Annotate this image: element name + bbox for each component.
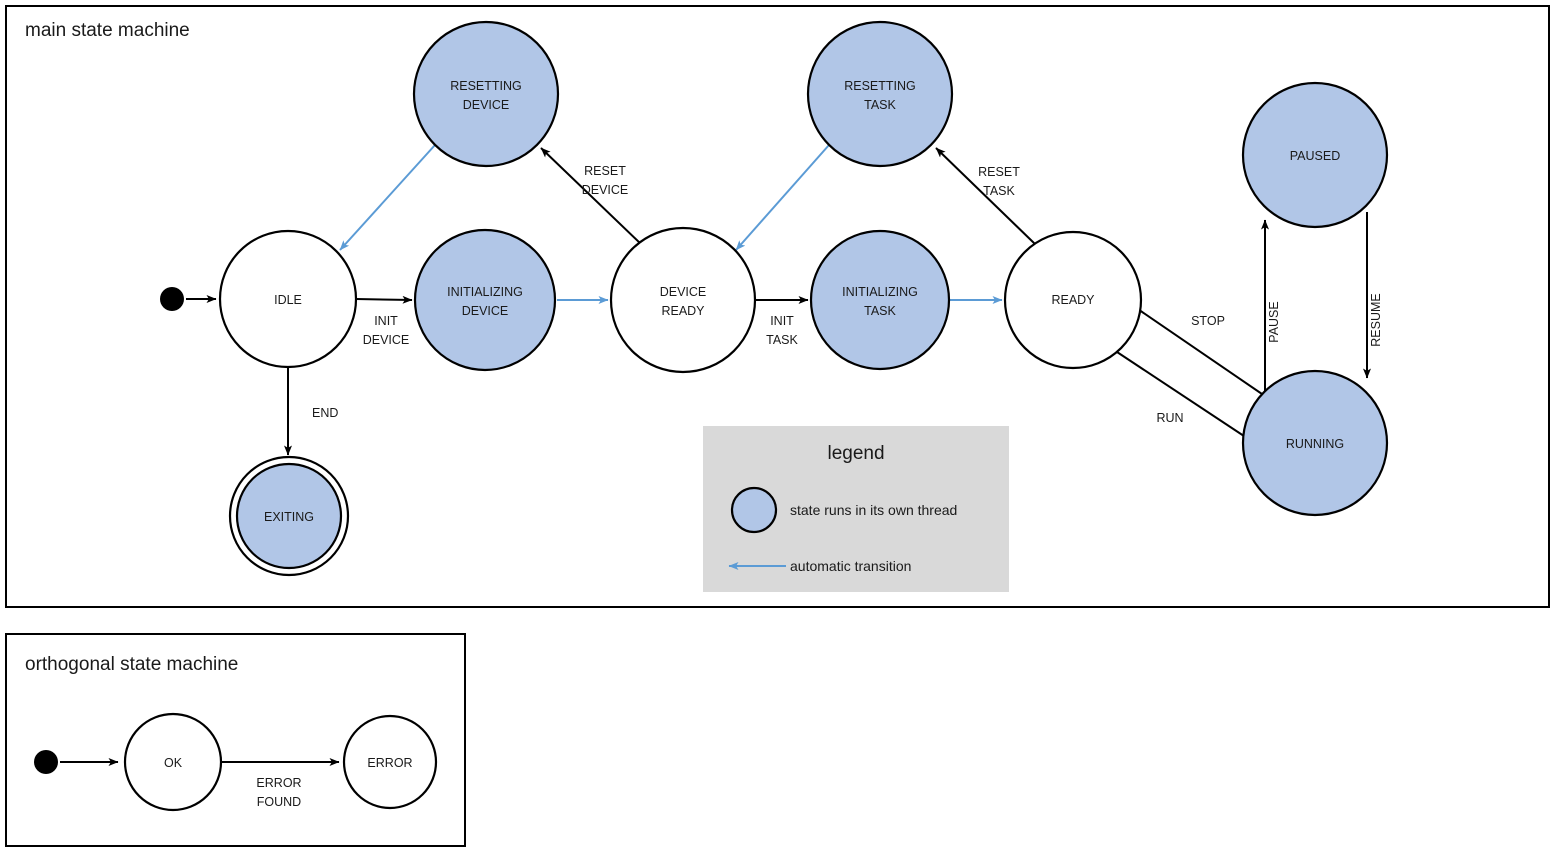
state-label: DEVICE <box>462 304 509 318</box>
state-shape[interactable] <box>609 226 757 374</box>
transition-reset-task: RESET TASK <box>935 147 1036 245</box>
transition-line <box>355 295 413 304</box>
state-label: IDLE <box>274 293 302 307</box>
legend-entry-label: state runs in its own thread <box>790 502 957 518</box>
transition-line <box>935 147 1036 245</box>
state-shape[interactable] <box>1241 81 1389 229</box>
state-initializing-device[interactable]: INITIALIZING DEVICE <box>413 228 557 372</box>
state-resetting-task[interactable]: RESETTING TASK <box>806 20 954 168</box>
transition-resume: RESUME <box>1363 212 1383 379</box>
state-initializing-task[interactable]: INITIALIZING TASK <box>809 229 951 371</box>
transition-label: INIT <box>770 314 794 328</box>
state-label: PAUSED <box>1290 149 1340 163</box>
final-state-outer-ring <box>228 455 350 577</box>
transition-label: RESET <box>978 165 1020 179</box>
transition-stop: STOP <box>1128 302 1263 395</box>
legend-entry-label: automatic transition <box>790 558 911 574</box>
state-shape[interactable] <box>235 462 343 570</box>
state-label: TASK <box>864 304 896 318</box>
state-label: OK <box>164 756 183 770</box>
transition-label: FOUND <box>257 795 301 809</box>
state-shape[interactable] <box>806 20 954 168</box>
state-label: RUNNING <box>1286 437 1344 451</box>
state-shape[interactable] <box>809 229 951 371</box>
transition-label: TASK <box>983 184 1015 198</box>
transition-auto-idle <box>339 144 436 251</box>
transition-label: STOP <box>1191 314 1225 328</box>
state-shape[interactable] <box>413 228 557 372</box>
state-ready[interactable]: READY <box>1003 230 1143 370</box>
legend: legend state runs in its own thread auto… <box>703 426 1009 592</box>
state-label: TASK <box>864 98 896 112</box>
transition-line <box>1128 302 1263 395</box>
state-paused[interactable]: PAUSED <box>1241 81 1389 229</box>
transition-error-found: ERROR FOUND <box>221 758 340 809</box>
state-shape[interactable] <box>1003 230 1143 370</box>
state-shape[interactable] <box>218 229 358 369</box>
transition-line-auto <box>339 144 436 251</box>
state-label: READY <box>661 304 705 318</box>
state-shape[interactable] <box>123 712 223 812</box>
main-frame-title: main state machine <box>25 20 190 41</box>
initial-state-dot <box>160 287 184 311</box>
transition-label: DEVICE <box>363 333 410 347</box>
state-label: RESETTING <box>844 79 916 93</box>
transition-line <box>1116 351 1254 443</box>
state-label: DEVICE <box>660 285 707 299</box>
transition-init-device: INIT DEVICE <box>355 295 413 347</box>
state-label: EXITING <box>264 510 314 524</box>
legend-thread-circle-icon <box>730 486 778 534</box>
state-shape[interactable] <box>1241 369 1389 517</box>
state-label: READY <box>1051 293 1095 307</box>
transition-label: ERROR <box>256 776 301 790</box>
state-shape[interactable] <box>412 20 560 168</box>
transition-line <box>540 147 643 246</box>
state-idle[interactable]: IDLE <box>218 229 358 369</box>
state-shape[interactable] <box>342 714 438 810</box>
state-error[interactable]: ERROR <box>342 714 438 810</box>
transition-run: RUN <box>1116 351 1254 443</box>
transition-label: PAUSE <box>1267 301 1281 342</box>
orthogonal-initial-state-dot <box>34 750 58 774</box>
transition-label: TASK <box>766 333 798 347</box>
transition-label: RUN <box>1156 411 1183 425</box>
transition-line-auto <box>735 144 830 251</box>
transition-init-task: INIT TASK <box>755 296 809 347</box>
orthogonal-frame-title: orthogonal state machine <box>25 654 238 675</box>
state-label: DEVICE <box>463 98 510 112</box>
state-label: INITIALIZING <box>447 285 523 299</box>
state-device-ready[interactable]: DEVICE READY <box>609 226 757 374</box>
transition-label: RESET <box>584 164 626 178</box>
transition-reset-device: RESET DEVICE <box>540 147 643 246</box>
transition-label: DEVICE <box>582 183 629 197</box>
state-ok[interactable]: OK <box>123 712 223 812</box>
state-resetting-device[interactable]: RESETTING DEVICE <box>412 20 560 168</box>
state-label: RESETTING <box>450 79 522 93</box>
state-label: ERROR <box>367 756 412 770</box>
state-label: INITIALIZING <box>842 285 918 299</box>
transition-pause: PAUSE <box>1261 219 1281 393</box>
transition-label: RESUME <box>1369 293 1383 346</box>
state-exiting[interactable]: EXITING <box>228 455 350 577</box>
legend-title: legend <box>827 443 884 464</box>
transition-label: INIT <box>374 314 398 328</box>
state-running[interactable]: RUNNING <box>1241 369 1389 517</box>
transition-auto-device-ready-2 <box>735 144 830 251</box>
transition-end: END <box>284 367 338 456</box>
transition-label: END <box>312 406 338 420</box>
